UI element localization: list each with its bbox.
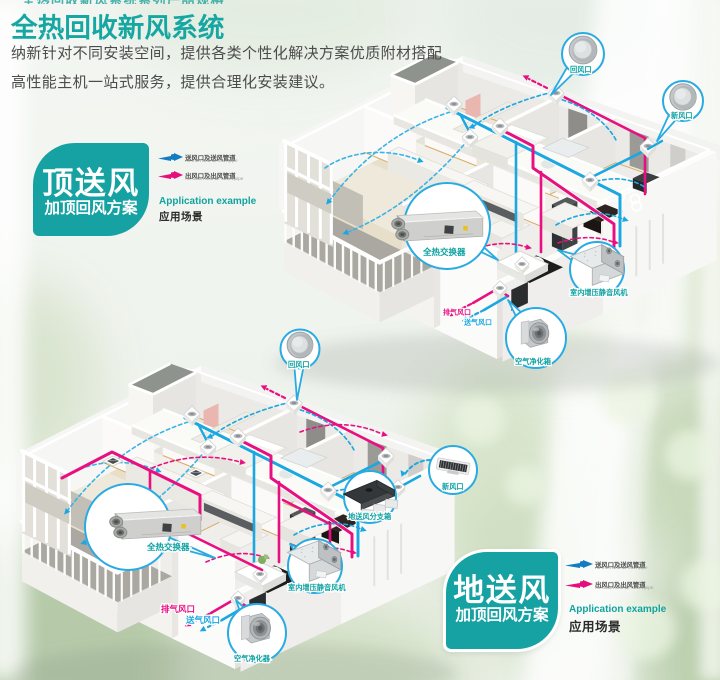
svg-text:新风口: 新风口 <box>671 111 693 120</box>
svg-text:排气风口: 排气风口 <box>161 604 195 614</box>
svg-text:空气净化器: 空气净化器 <box>234 654 271 663</box>
svg-text:空气净化箱: 空气净化箱 <box>515 357 551 366</box>
svg-text:回风口: 回风口 <box>288 360 310 369</box>
svg-text:全热交换器: 全热交换器 <box>422 247 466 257</box>
svg-text:室内增压静音风机: 室内增压静音风机 <box>288 583 346 592</box>
svg-text:送气风口: 送气风口 <box>185 615 220 625</box>
svg-text:室内增压静音风机: 室内增压静音风机 <box>570 288 628 297</box>
svg-text:新风口: 新风口 <box>442 482 464 491</box>
svg-text:送气风口: 送气风口 <box>463 318 492 327</box>
svg-text:全热交换器: 全热交换器 <box>146 542 190 552</box>
svg-text:排气风口: 排气风口 <box>443 308 471 317</box>
svg-text:回风口: 回风口 <box>570 65 592 74</box>
svg-text:地送风分支箱: 地送风分支箱 <box>348 512 391 521</box>
